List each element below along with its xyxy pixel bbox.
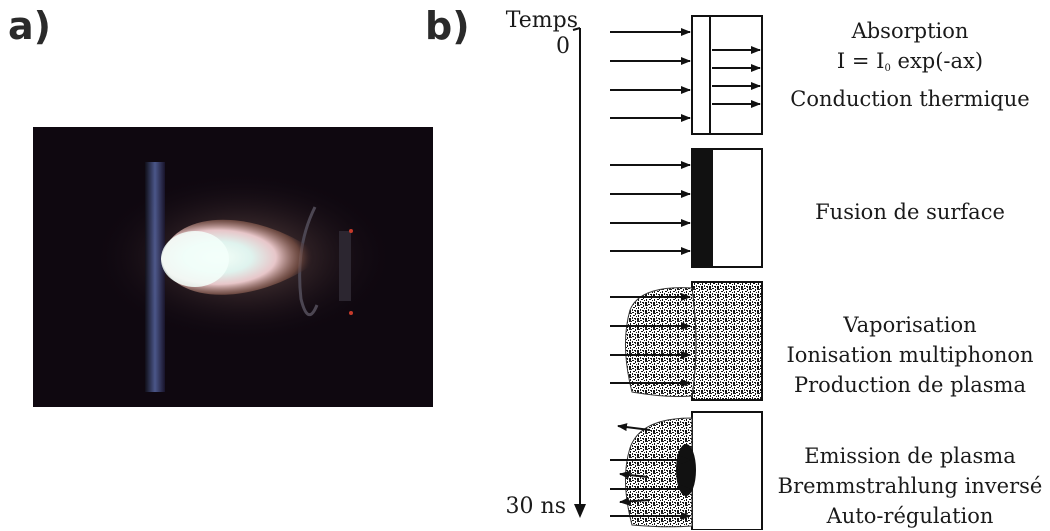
stage-3-line-1: Vaporisation <box>843 313 977 337</box>
stage-2-line-1: Fusion de surface <box>815 200 1005 224</box>
stage-3-vaporisation <box>610 281 763 401</box>
stage-3-line-2: Ionisation multiphonon <box>786 343 1034 367</box>
time-zero-label: 0 <box>556 34 570 59</box>
plasma-photo <box>33 127 433 407</box>
stage-1-absorption <box>610 15 763 135</box>
time-axis-arrowhead <box>574 504 586 518</box>
stage-1-description: Absorption I = I0 exp(-ax) Conduction th… <box>760 16 1050 114</box>
time-end-label: 30 ns <box>505 494 566 519</box>
stage-4-description: Emission de plasma Bremmstrahlung invers… <box>760 441 1050 531</box>
stage-4-line-3: Auto-régulation <box>826 504 994 528</box>
stage-2-description: Fusion de surface <box>760 197 1050 227</box>
stage-3-description: Vaporisation Ionisation multiphonon Prod… <box>760 310 1050 400</box>
time-axis-label: Temps <box>505 8 578 33</box>
stage-4-line-2: Bremmstrahlung inversé <box>777 474 1043 498</box>
panel-label-b: b) <box>425 4 470 48</box>
stage-1-line-1: Absorption <box>851 19 969 43</box>
stage-2-surface-melting <box>610 148 763 268</box>
stage-3-line-3: Production de plasma <box>794 373 1026 397</box>
stage-1-formula: I = I0 exp(-ax) <box>836 49 984 74</box>
time-axis-tick <box>572 27 581 31</box>
stage-4-line-1: Emission de plasma <box>804 444 1016 468</box>
stage-4-plasma-emission <box>610 411 763 530</box>
stage-1-line-3: Conduction thermique <box>790 87 1030 111</box>
panel-label-a: a) <box>8 4 52 48</box>
